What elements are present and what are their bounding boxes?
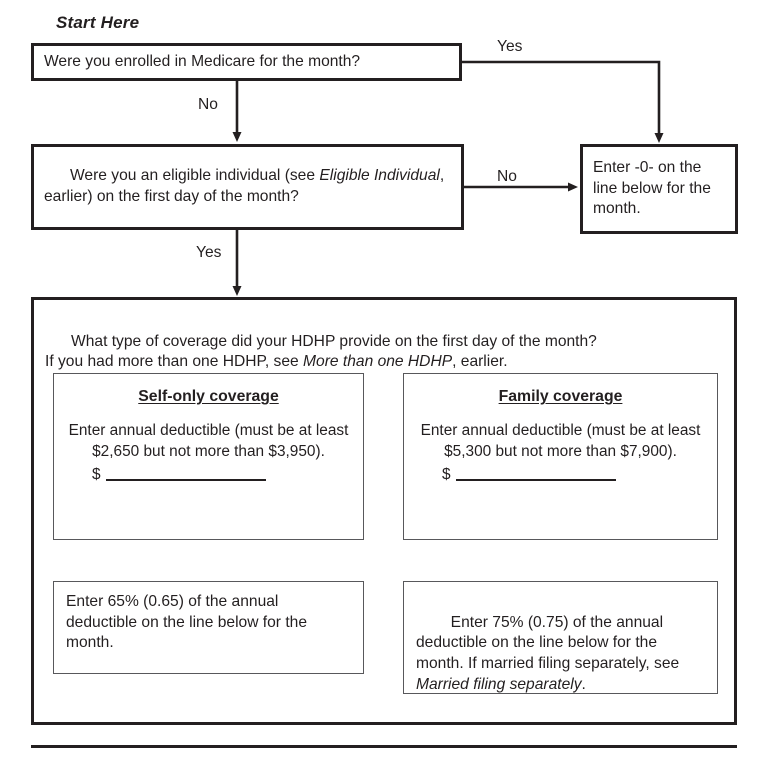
family-currency-symbol: $ xyxy=(442,466,451,484)
family-amount-blank[interactable] xyxy=(455,478,616,482)
self-only-currency-symbol: $ xyxy=(92,466,101,484)
medicare-question-text: Were you enrolled in Medicare for the mo… xyxy=(44,52,361,70)
eligible-text-italic: Eligible Individual xyxy=(319,167,440,185)
coverage-question-line2-part1: If you had more than one HDHP, see xyxy=(45,353,304,371)
node-self-only-result: Enter 65% (0.65) of the annual deductibl… xyxy=(53,581,364,674)
self-only-body: Enter annual deductible (must be at leas… xyxy=(68,422,349,461)
eligible-question-text: Were you an eligible individual (see Eli… xyxy=(34,146,461,229)
self-only-result-text: Enter 65% (0.65) of the annual deductibl… xyxy=(66,593,312,652)
self-only-heading: Self-only coverage xyxy=(138,388,279,405)
coverage-question-text: What type of coverage did your HDHP prov… xyxy=(45,311,723,394)
node-enter-zero: Enter -0- on the line below for the mont… xyxy=(580,144,738,234)
family-amount-row: $ xyxy=(416,466,705,484)
family-result-part2: . xyxy=(581,675,586,693)
coverage-question-line2-part2: , earlier. xyxy=(452,353,508,371)
self-only-amount-row: $ xyxy=(66,466,351,484)
node-eligible-question: Were you an eligible individual (see Eli… xyxy=(31,144,464,230)
family-heading: Family coverage xyxy=(498,388,623,405)
self-only-amount-blank[interactable] xyxy=(105,478,266,482)
node-coverage-container: What type of coverage did your HDHP prov… xyxy=(31,297,737,725)
family-body: Enter annual deductible (must be at leas… xyxy=(420,422,701,461)
enter-zero-text: Enter -0- on the line below for the mont… xyxy=(593,158,716,218)
node-family-result: Enter 75% (0.75) of the annual deductibl… xyxy=(403,581,718,694)
coverage-question-line2-italic: More than one HDHP xyxy=(303,353,453,371)
family-result-text: Enter 75% (0.75) of the annual deductibl… xyxy=(416,592,705,716)
node-family-coverage: Family coverage Enter annual deductible … xyxy=(403,373,718,540)
connector-medicare-yes xyxy=(462,60,664,143)
eligible-text-part1: Were you an eligible individual (see xyxy=(70,167,320,185)
edge-label-eligible-no: No xyxy=(495,168,519,185)
node-self-only-coverage: Self-only coverage Enter annual deductib… xyxy=(53,373,364,540)
family-result-part1: Enter 75% (0.75) of the annual deductibl… xyxy=(416,613,684,673)
edge-label-medicare-no: No xyxy=(196,96,220,113)
bottom-divider xyxy=(31,745,737,748)
start-here-label: Start Here xyxy=(56,13,140,32)
family-result-italic: Married filing separately xyxy=(416,675,582,693)
edge-label-medicare-yes: Yes xyxy=(495,38,525,55)
coverage-question-line1: What type of coverage did your HDHP prov… xyxy=(71,332,597,350)
node-medicare-question: Were you enrolled in Medicare for the mo… xyxy=(31,43,462,81)
edge-label-eligible-yes: Yes xyxy=(194,244,224,261)
eligible-text-part2: , earlier) on the first day of the month… xyxy=(44,167,449,205)
